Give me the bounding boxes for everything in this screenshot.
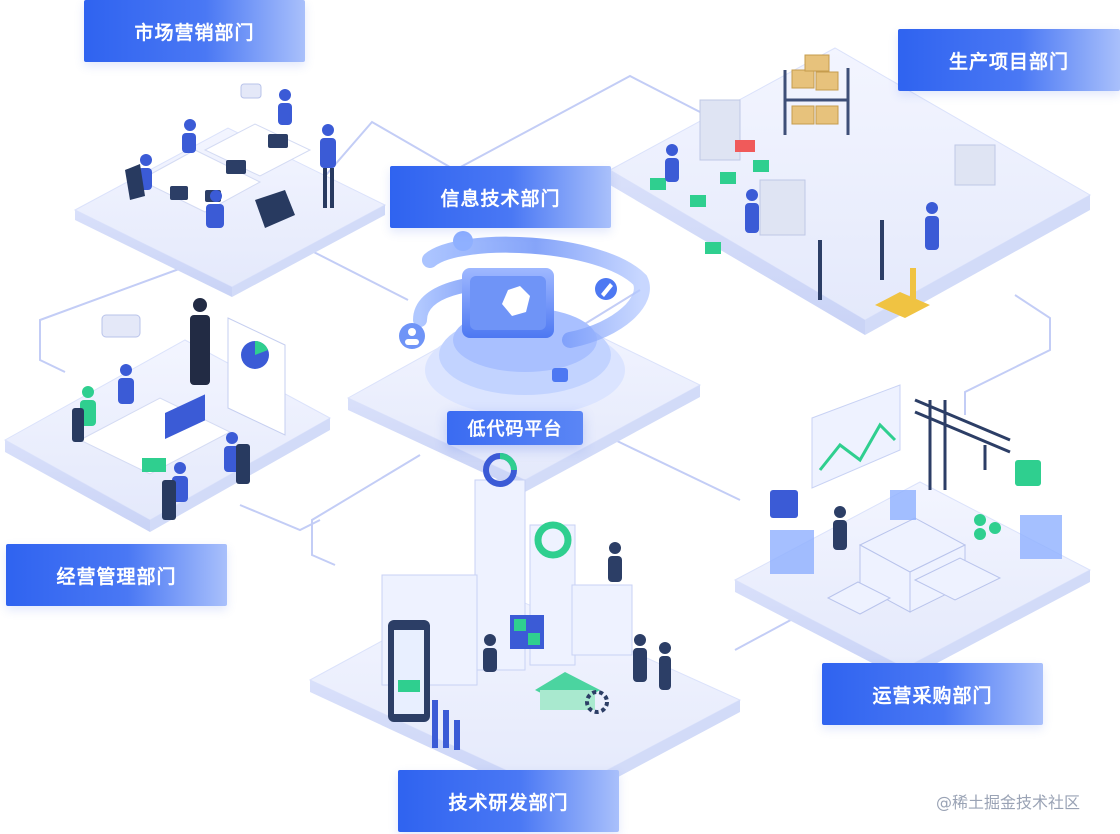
production-factory-scene [608, 47, 1092, 335]
rnd-lab-scene [308, 453, 742, 808]
management-meeting-scene [3, 298, 332, 532]
it-department-label: 信息技术部门 [390, 166, 611, 228]
watermark: @稀土掘金技术社区 [936, 793, 1081, 812]
marketing-office-scene [73, 83, 387, 297]
marketing-department-label: 市场营销部门 [84, 0, 305, 62]
connector-lines [39, 74, 1051, 651]
operations-department-label: 运营采购部门 [822, 663, 1043, 725]
operations-warehouse-scene [733, 384, 1092, 680]
rnd-department-label: 技术研发部门 [398, 770, 619, 832]
production-department-label: 生产项目部门 [898, 29, 1120, 91]
lowcode-platform-center [346, 231, 702, 492]
lowcode-platform-label: 低代码平台 [447, 411, 583, 445]
management-department-label: 经营管理部门 [6, 544, 227, 606]
